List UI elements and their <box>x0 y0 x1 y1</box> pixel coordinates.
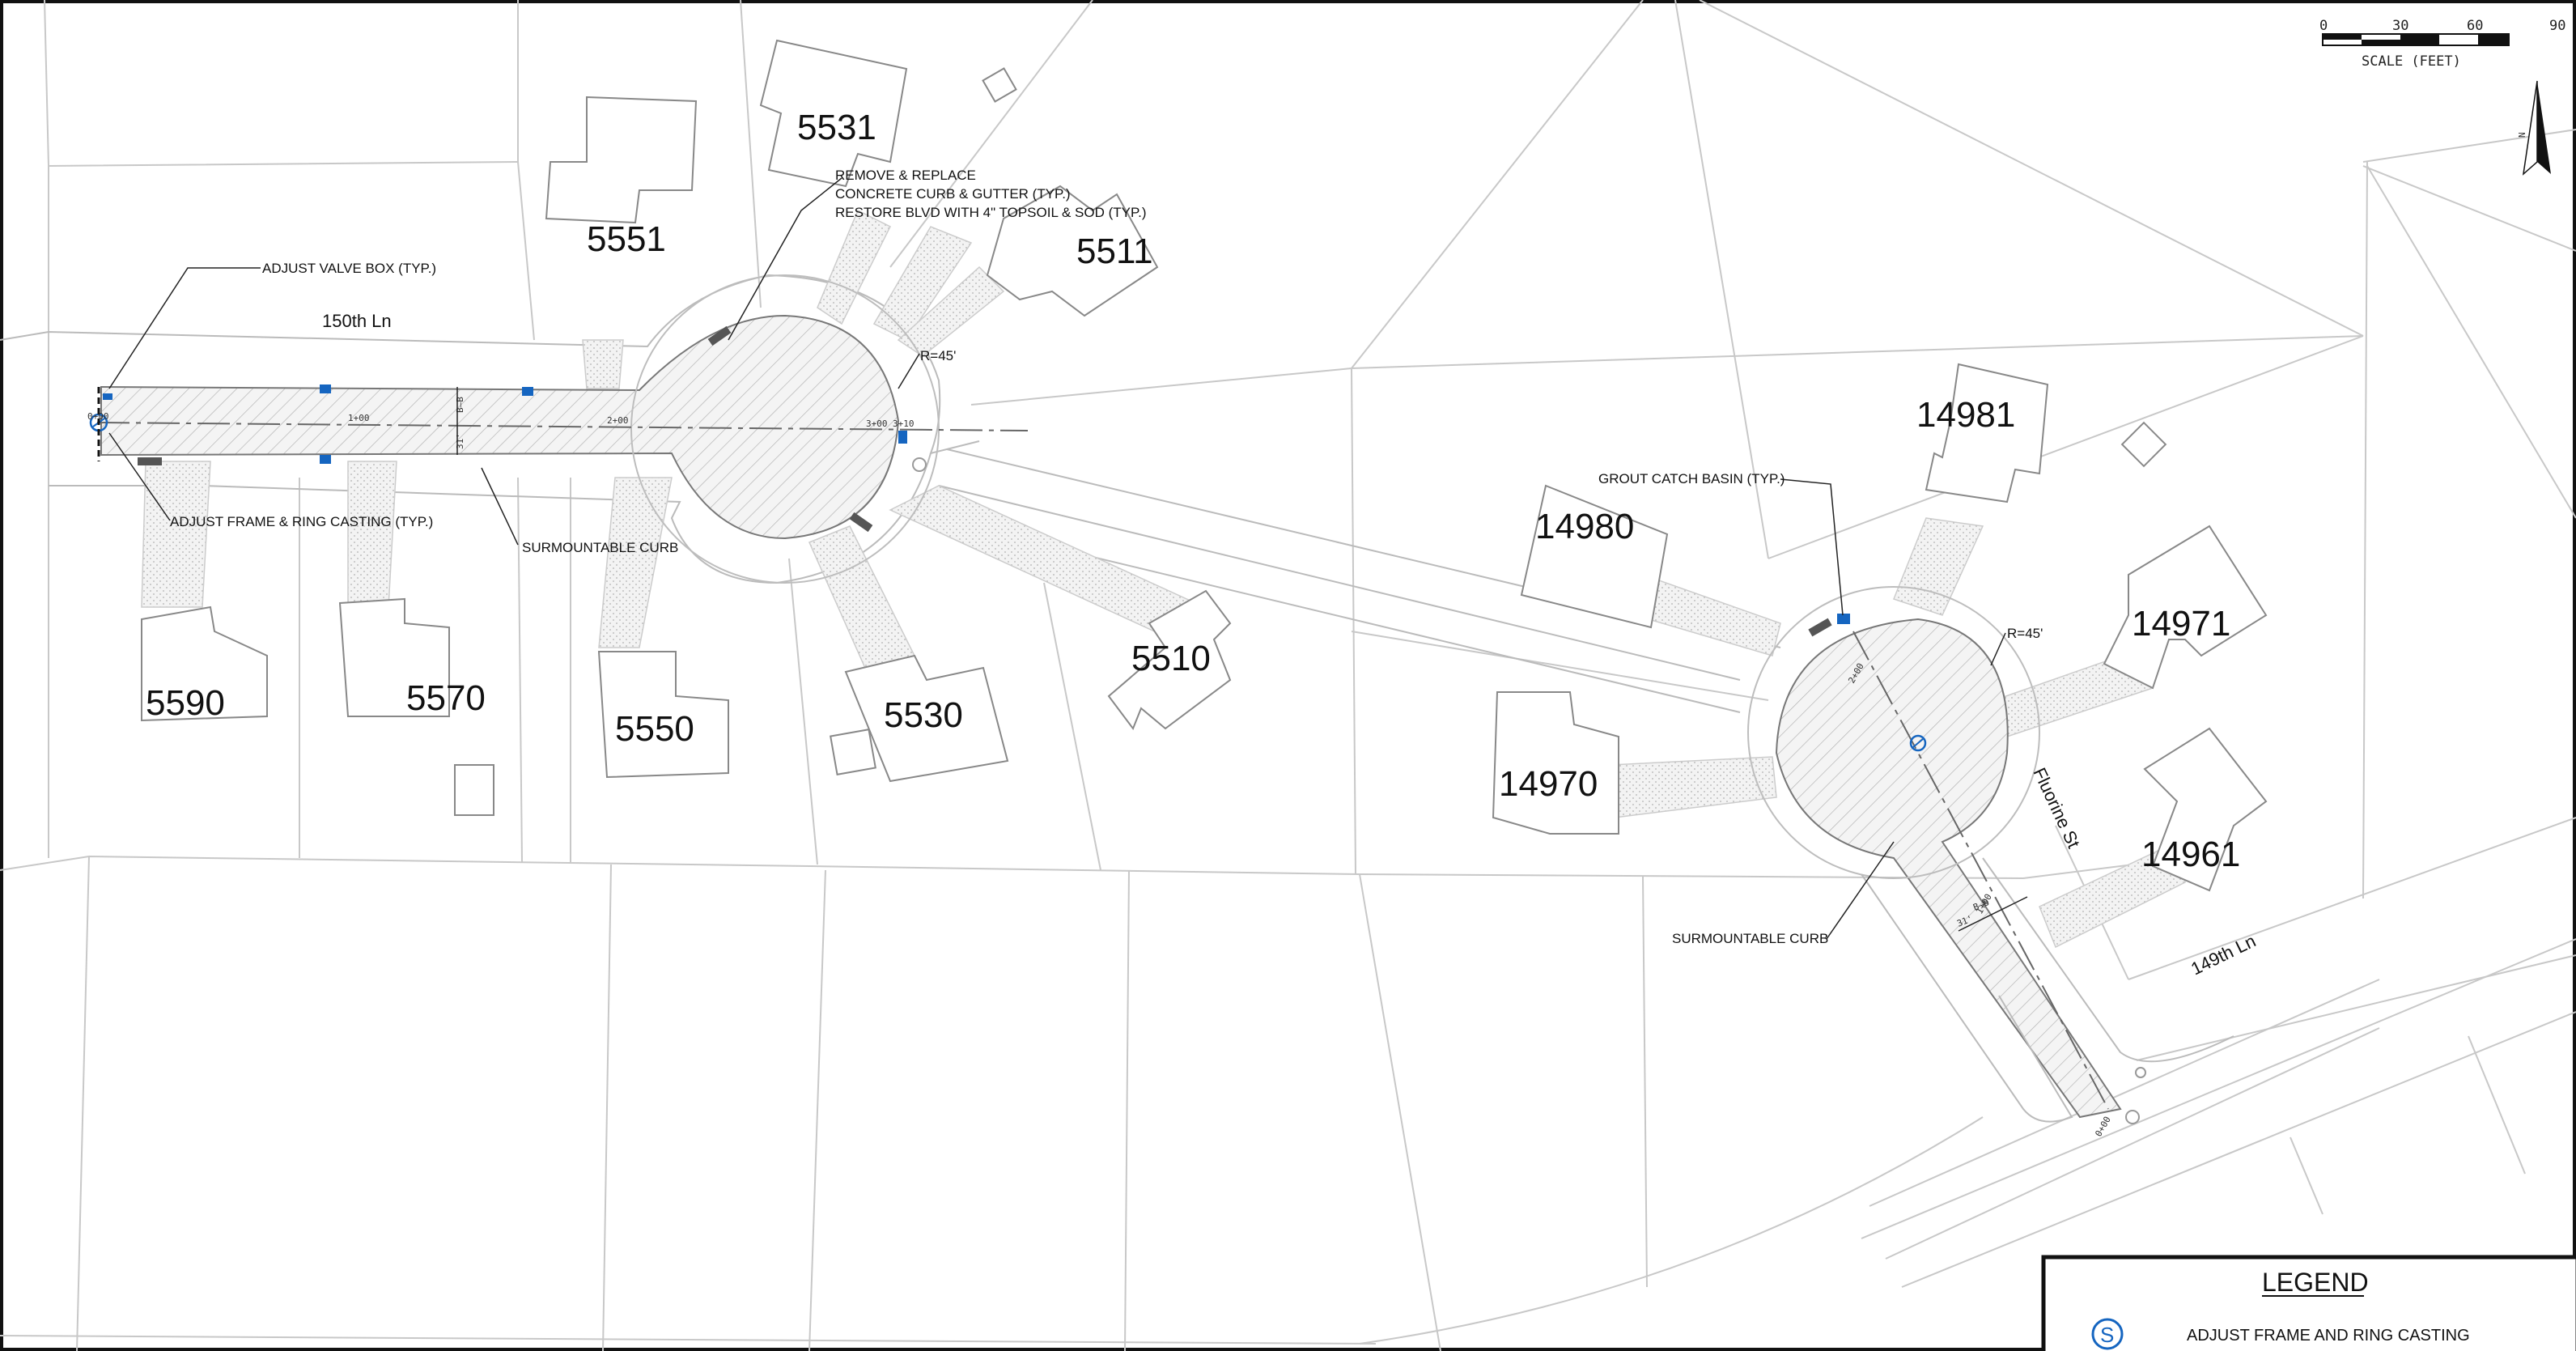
scale-tick-30: 30 <box>2392 18 2408 34</box>
north-label: N <box>2517 132 2527 138</box>
note-surmountable-curb-east: SURMOUNTABLE CURB <box>1672 931 1828 946</box>
east-centerline <box>1852 631 2109 1110</box>
north-arrow: N <box>2517 80 2551 176</box>
lot-14970: 14970 <box>1499 764 1598 804</box>
note-surmountable-curb-west: SURMOUNTABLE CURB <box>522 540 678 555</box>
width-31-west: 31' <box>455 433 465 449</box>
scale-caption: SCALE (FEET) <box>2362 53 2461 70</box>
lot-5531: 5531 <box>797 108 876 147</box>
lot-14980: 14980 <box>1535 507 1634 546</box>
east-cul-de-sac-outer <box>1747 586 2040 879</box>
driveways <box>141 209 2186 949</box>
station-3-00: 3+00 <box>866 418 888 429</box>
note-grout-catch-basin: GROUT CATCH BASIN (TYP.) <box>1598 471 1785 486</box>
lot-5511: 5511 <box>1076 232 1153 271</box>
note-adjust-valve-box: ADJUST VALVE BOX (TYP.) <box>262 261 436 276</box>
station-1-00: 1+00 <box>348 413 370 423</box>
houses <box>141 39 2268 892</box>
east-road-edge <box>1861 873 2073 1123</box>
lot-14961: 14961 <box>2141 835 2240 874</box>
leader-lines <box>108 177 2006 940</box>
note-adjust-frame-ring: ADJUST FRAME & RING CASTING (TYP.) <box>170 514 433 529</box>
catch-basins <box>138 325 1832 637</box>
note-remove-replace: REMOVE & REPLACE <box>835 168 976 183</box>
lot-14971: 14971 <box>2132 604 2230 644</box>
station-0-00: 0+00 <box>87 411 109 422</box>
callout-notes: REMOVE & REPLACE CONCRETE CURB & GUTTER … <box>170 168 2043 946</box>
street-fluorine-st: Fluorine St <box>2029 765 2084 852</box>
east-road-edge-right <box>1982 857 2234 1063</box>
legend-item-label: ADJUST FRAME AND RING CASTING <box>2187 1327 2470 1345</box>
west-pavement <box>100 314 900 540</box>
note-radius-east: R=45' <box>2007 626 2043 641</box>
lot-5530: 5530 <box>884 695 963 735</box>
street-150th-ln: 150th Ln <box>322 311 392 331</box>
lot-5551: 5551 <box>587 219 666 259</box>
valve-boxes <box>103 384 1850 624</box>
station-3-10: 3+10 <box>893 418 915 429</box>
lot-5550: 5550 <box>615 709 694 749</box>
lot-5590: 5590 <box>146 683 225 723</box>
station-2-00: 2+00 <box>607 415 629 426</box>
sanitary-manhole-icon: S <box>2091 1318 2124 1350</box>
lot-5510: 5510 <box>1131 639 1211 678</box>
legend: LEGEND S ADJUST FRAME AND RING CASTING <box>2041 1255 2576 1351</box>
scale-tick-90: 90 <box>2549 18 2565 34</box>
west-cul-de-sac-outer <box>630 274 940 584</box>
section-bb-west: B—B <box>455 397 465 413</box>
scale-tick-60: 60 <box>2467 18 2483 34</box>
lot-14981: 14981 <box>1916 395 2015 435</box>
note-radius-west: R=45' <box>920 348 956 363</box>
note-curb-gutter: CONCRETE CURB & GUTTER (TYP.) <box>835 186 1071 202</box>
lot-numbers: 5531 5551 5511 5590 5570 5550 5530 5510 … <box>146 108 2240 874</box>
west-centerline <box>96 422 1029 431</box>
scale-bar: 0 30 60 90 SCALE (FEET) <box>2319 18 2565 70</box>
note-restore-blvd: RESTORE BLVD WITH 4" TOPSOIL & SOD (TYP.… <box>835 205 1147 220</box>
svg-text:S: S <box>2100 1323 2114 1347</box>
lot-5570: 5570 <box>406 678 486 718</box>
scale-tick-0: 0 <box>2319 18 2328 34</box>
legend-title: LEGEND <box>2262 1268 2369 1297</box>
